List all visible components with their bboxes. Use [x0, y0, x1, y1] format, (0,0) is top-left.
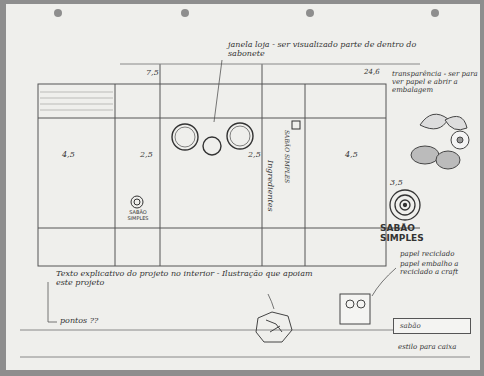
handwritten-note: 2,5 [248, 150, 261, 159]
small-box-drawing [340, 294, 370, 324]
handwritten-note: 4,5 [62, 150, 75, 159]
label-box: sabão [393, 318, 471, 334]
handwritten-note: papel embalho a reciclado a craft [400, 260, 476, 276]
hatching [40, 92, 113, 110]
handwritten-note: estilo para caixa [398, 343, 456, 351]
paper-sheet [6, 4, 480, 370]
handwritten-note: 24,6 [364, 68, 380, 76]
box-text: sabão [394, 322, 470, 330]
box-dieline [20, 64, 470, 357]
handwritten-note: pontos ?? [60, 316, 98, 325]
crumpled-paper-drawing [256, 312, 292, 342]
handwritten-note: SABÃO SIMPLES [118, 210, 158, 222]
handwritten-note: papel reciclado [400, 250, 454, 258]
handwritten-note: 3,5 [390, 178, 403, 187]
handwritten-note: SABÃO SIMPLES [380, 223, 440, 244]
small-logo [131, 196, 143, 208]
strawberry-flower-drawing [411, 114, 469, 169]
handwritten-note: Texto explicativo do projeto no interior… [56, 269, 326, 287]
window-circles [172, 123, 253, 155]
handwritten-note: 7,5 [146, 68, 159, 77]
handwritten-note: 4,5 [345, 150, 358, 159]
handwritten-note: Ingredientes [266, 160, 275, 212]
handwritten-note: transparência - ser para ver papel e abr… [392, 70, 478, 94]
target-logo [390, 190, 420, 220]
leader-lines [48, 60, 396, 322]
handwritten-note: janela loja - ser visualizado parte de d… [228, 40, 418, 58]
handwritten-note: SABÃO SIMPLES [283, 130, 290, 183]
small-icon [292, 121, 300, 129]
handwritten-note: 2,5 [140, 150, 153, 159]
binding-holes [54, 9, 439, 17]
